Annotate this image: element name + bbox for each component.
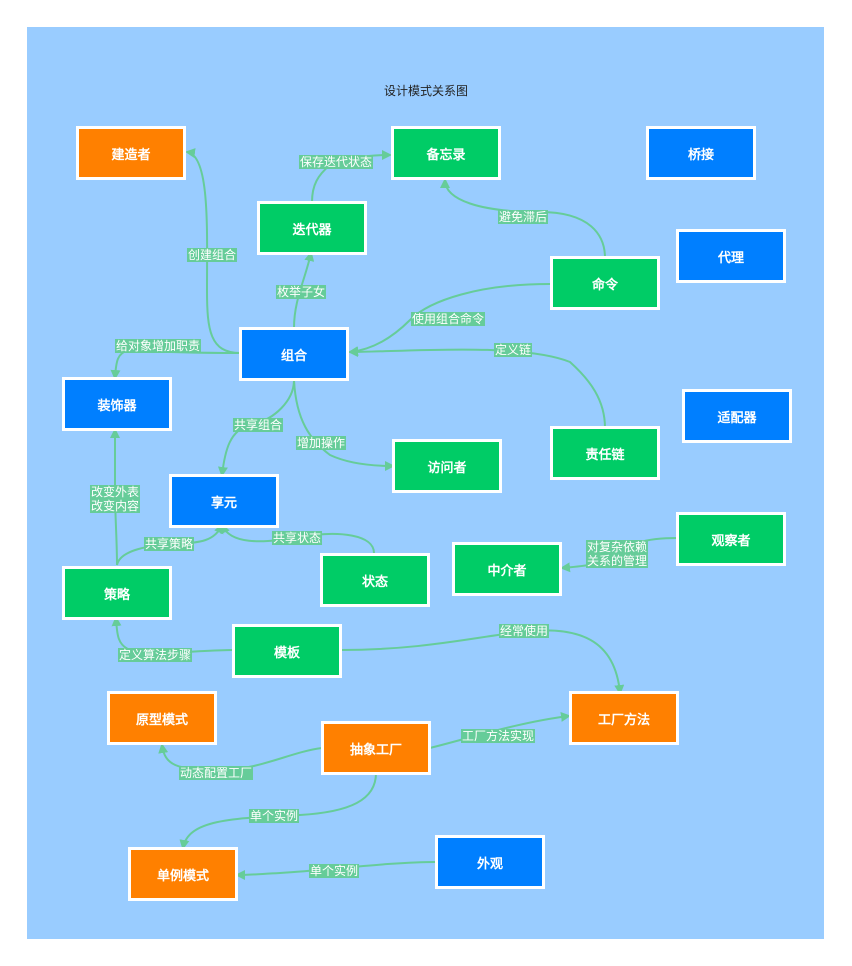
edge-composite-visitor	[293, 379, 395, 471]
edge-chain-composite	[348, 346, 606, 429]
node-decorator[interactable]: 装饰器	[62, 377, 172, 431]
edge-label-define-algo-steps: 定义算法步骤	[117, 648, 193, 662]
diagram-title: 设计模式关系图	[383, 84, 468, 98]
edge-label-avoid-lag: 避免滞后	[497, 210, 549, 224]
edge-label-add-ops: 增加操作	[295, 436, 347, 450]
node-flyweight[interactable]: 享元	[169, 474, 279, 528]
node-facade[interactable]: 外观	[435, 835, 545, 889]
edge-label-single-instance-1: 单个实例	[248, 809, 300, 823]
edge-facade-singleton	[235, 861, 437, 880]
edge-template-factory	[340, 629, 625, 695]
edge-label-use-composite-cmd: 使用组合命令	[410, 312, 486, 326]
node-iterator[interactable]: 迭代器	[257, 201, 367, 255]
edge-label-save-iter-state: 保存迭代状态	[298, 155, 374, 169]
node-builder[interactable]: 建造者	[76, 126, 186, 180]
node-command[interactable]: 命令	[550, 256, 660, 310]
node-abstract-factory[interactable]: 抽象工厂	[321, 721, 431, 775]
edge-label-change-skin: 改变外表 改变内容	[89, 485, 141, 513]
edge-composite-decorator	[110, 348, 241, 380]
edge-label-enum-children: 枚举子女	[275, 285, 327, 299]
edge-label-share-state: 共享状态	[271, 531, 323, 545]
edge-label-single-instance-2: 单个实例	[308, 864, 360, 878]
node-bridge[interactable]: 桥接	[646, 126, 756, 180]
node-adapter[interactable]: 适配器	[682, 389, 792, 443]
node-proxy[interactable]: 代理	[676, 229, 786, 283]
node-factory-method[interactable]: 工厂方法	[569, 691, 679, 745]
node-template[interactable]: 模板	[232, 624, 342, 678]
edge-label-share-composite: 共享组合	[232, 418, 284, 432]
node-strategy[interactable]: 策略	[62, 566, 172, 620]
edge-label-share-strategy: 共享策略	[143, 537, 195, 551]
node-chain[interactable]: 责任链	[550, 426, 660, 480]
edge-label-define-chain: 定义链	[493, 343, 533, 357]
edge-label-often-used: 经常使用	[498, 624, 550, 638]
node-mediator[interactable]: 中介者	[452, 542, 562, 596]
node-observer[interactable]: 观察者	[676, 512, 786, 566]
edge-label-create-composite: 创建组合	[186, 248, 238, 262]
edge-label-add-duties: 给对象增加职责	[114, 339, 202, 353]
edge-composite-builder	[185, 148, 241, 354]
edge-label-dynamic-config: 动态配置工厂	[178, 766, 254, 780]
edge-label-complex-deps: 对复杂依赖 关系的管理	[585, 540, 649, 568]
node-memento[interactable]: 备忘录	[391, 126, 501, 180]
node-singleton[interactable]: 单例模式	[128, 847, 238, 901]
edge-label-factory-impl: 工厂方法实现	[460, 729, 536, 743]
node-state[interactable]: 状态	[320, 553, 430, 607]
edge-abstract-singleton	[179, 772, 377, 850]
node-prototype[interactable]: 原型模式	[107, 691, 217, 745]
node-composite[interactable]: 组合	[239, 327, 349, 381]
node-visitor[interactable]: 访问者	[392, 439, 502, 493]
